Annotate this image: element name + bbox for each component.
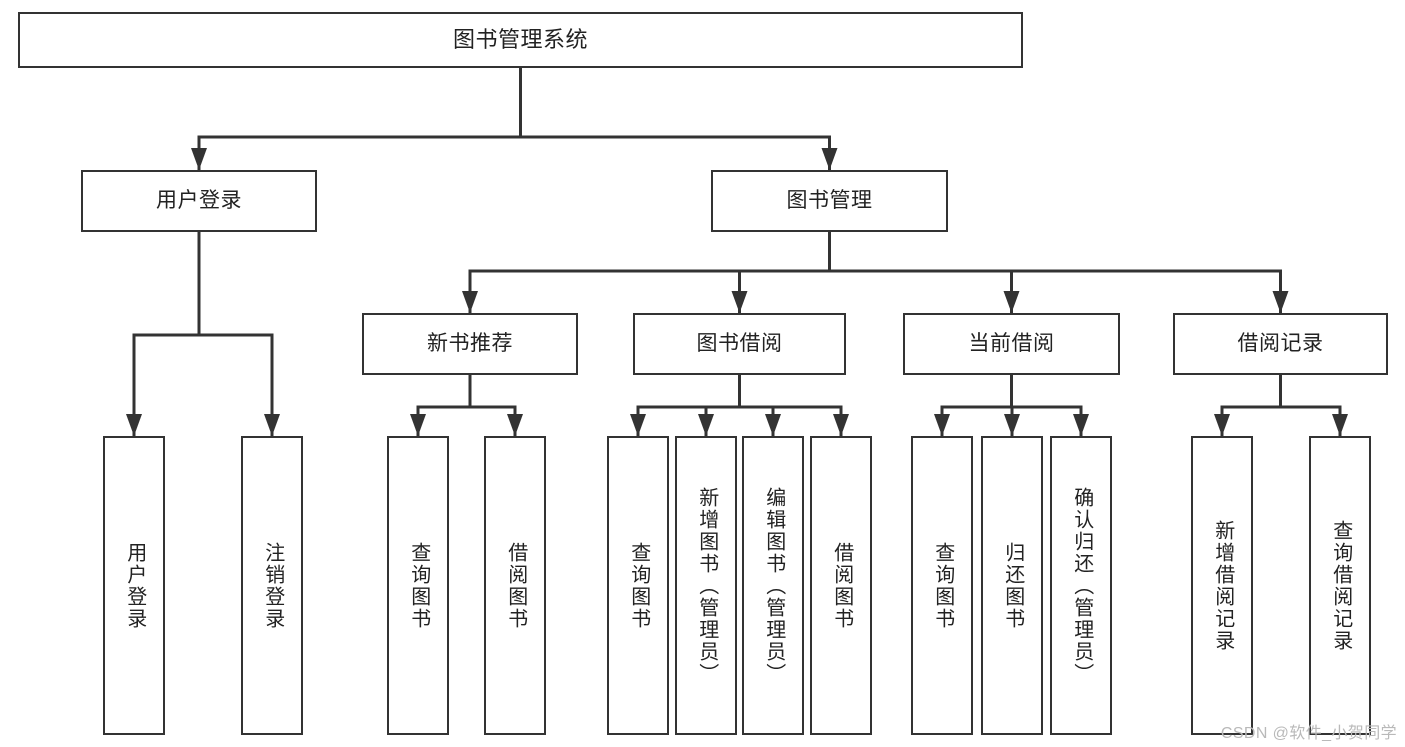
node-label-leaf-user-login: 用户登录 (123, 541, 146, 630)
node-label-leaf-cl-confirm: 确认归还（管理员） (1070, 486, 1093, 685)
arrow-head-leaf-rec-query (410, 414, 426, 436)
node-leaf-bb-add[interactable]: 新增图书（管理员） (675, 436, 737, 735)
node-leaf-user-login[interactable]: 用户登录 (103, 436, 165, 735)
node-label-current-loan: 当前借阅 (968, 331, 1055, 355)
node-leaf-bb-borrow[interactable]: 借阅图书 (810, 436, 872, 735)
arrow-head-leaf-user-logout (264, 414, 280, 436)
node-label-leaf-lr-query: 查询借阅记录 (1329, 519, 1352, 652)
node-label-leaf-bb-add: 新增图书（管理员） (695, 486, 718, 685)
node-label-leaf-bb-edit: 编辑图书（管理员） (762, 486, 785, 685)
arrow-head-loan-record (1272, 291, 1289, 313)
node-leaf-lr-add[interactable]: 新增借阅记录 (1191, 436, 1253, 735)
node-leaf-rec-query[interactable]: 查询图书 (387, 436, 449, 735)
node-leaf-lr-query[interactable]: 查询借阅记录 (1309, 436, 1371, 735)
node-leaf-user-logout[interactable]: 注销登录 (241, 436, 303, 735)
arrow-head-book-mgmt (821, 148, 838, 170)
node-leaf-bb-query[interactable]: 查询图书 (607, 436, 669, 735)
arrow-head-leaf-cl-query (934, 414, 950, 436)
node-label-new-book-rec: 新书推荐 (427, 331, 513, 355)
node-label-leaf-lr-add: 新增借阅记录 (1211, 519, 1234, 652)
arrow-head-leaf-rec-borrow (507, 414, 523, 436)
node-loan-record[interactable]: 借阅记录 (1173, 313, 1388, 375)
arrow-head-leaf-lr-query (1332, 414, 1348, 436)
node-book-mgmt[interactable]: 图书管理 (711, 170, 948, 232)
node-label-root: 图书管理系统 (452, 27, 588, 53)
node-label-user-login: 用户登录 (156, 188, 242, 212)
node-label-leaf-rec-query: 查询图书 (407, 541, 430, 630)
node-new-book-rec[interactable]: 新书推荐 (362, 313, 578, 375)
arrow-head-user-login (191, 148, 207, 170)
node-label-leaf-rec-borrow: 借阅图书 (504, 541, 527, 630)
node-leaf-rec-borrow[interactable]: 借阅图书 (484, 436, 546, 735)
node-leaf-bb-edit[interactable]: 编辑图书（管理员） (742, 436, 804, 735)
arrow-head-leaf-user-login (126, 414, 142, 436)
node-label-leaf-cl-return: 归还图书 (1001, 541, 1024, 630)
node-user-login[interactable]: 用户登录 (81, 170, 317, 232)
node-label-book-borrow: 图书借阅 (696, 331, 783, 355)
arrow-head-leaf-bb-edit (765, 414, 781, 436)
arrow-head-leaf-cl-return (1004, 414, 1020, 436)
node-label-leaf-bb-borrow: 借阅图书 (830, 541, 853, 630)
node-label-leaf-cl-query: 查询图书 (931, 541, 954, 630)
node-current-loan[interactable]: 当前借阅 (903, 313, 1120, 375)
node-label-loan-record: 借阅记录 (1237, 331, 1324, 355)
node-label-leaf-bb-query: 查询图书 (627, 541, 650, 630)
arrow-head-leaf-lr-add (1214, 414, 1230, 436)
arrow-head-current-loan (1003, 291, 1020, 313)
node-book-borrow[interactable]: 图书借阅 (633, 313, 846, 375)
node-leaf-cl-query[interactable]: 查询图书 (911, 436, 973, 735)
node-leaf-cl-confirm[interactable]: 确认归还（管理员） (1050, 436, 1112, 735)
arrow-head-leaf-bb-add (698, 414, 714, 436)
arrow-head-book-borrow (731, 291, 748, 313)
node-leaf-cl-return[interactable]: 归还图书 (981, 436, 1043, 735)
arrow-head-leaf-bb-borrow (833, 414, 849, 436)
node-label-leaf-user-logout: 注销登录 (261, 541, 284, 630)
arrow-head-new-book-rec (462, 291, 478, 313)
node-label-book-mgmt: 图书管理 (786, 188, 873, 212)
node-root[interactable]: 图书管理系统 (18, 12, 1023, 68)
arrow-head-leaf-cl-confirm (1073, 414, 1089, 436)
arrow-head-leaf-bb-query (630, 414, 646, 436)
